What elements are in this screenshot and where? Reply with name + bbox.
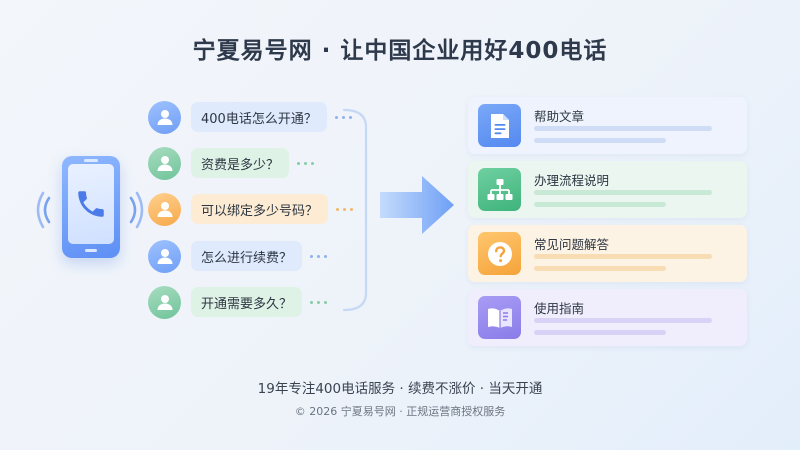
placeholder-line bbox=[534, 126, 712, 131]
question-item[interactable]: 可以绑定多少号码？ bbox=[148, 192, 354, 226]
question-bubble: 怎么进行续费？ bbox=[191, 241, 303, 271]
sound-wave-right-icon bbox=[129, 191, 144, 229]
footer-copyright: © 2026 宁夏易号网 · 正规运营商授权服务 bbox=[294, 405, 506, 418]
question-bubble: 开通需要多久？ bbox=[191, 287, 303, 317]
user-avatar-icon bbox=[148, 192, 181, 226]
user-avatar-icon bbox=[148, 146, 181, 180]
bracket-divider bbox=[342, 108, 368, 312]
question-item[interactable]: 怎么进行续费？ bbox=[148, 239, 328, 273]
question-item[interactable]: 开通需要多久？ bbox=[148, 285, 328, 319]
phone-icon bbox=[62, 156, 120, 258]
placeholder-line bbox=[534, 254, 712, 259]
tagline: 19年专注400电话服务 · 续费不涨价 · 当天开通 bbox=[257, 381, 543, 397]
typing-dots-icon bbox=[334, 115, 352, 119]
card-label: 办理流程说明 bbox=[534, 173, 610, 188]
placeholder-line bbox=[534, 318, 712, 323]
card-label: 常见问题解答 bbox=[534, 237, 610, 252]
card-label: 使用指南 bbox=[534, 301, 585, 316]
placeholder-line bbox=[534, 202, 666, 207]
question-icon bbox=[478, 232, 521, 275]
card-help-articles[interactable]: 帮助文章 bbox=[468, 97, 747, 154]
card-label: 帮助文章 bbox=[534, 109, 585, 124]
handset-icon bbox=[78, 191, 104, 217]
typing-dots-icon bbox=[336, 207, 354, 211]
user-avatar-icon bbox=[148, 285, 181, 319]
question-bubble: 可以绑定多少号码？ bbox=[191, 194, 329, 224]
question-bubble: 资费是多少？ bbox=[191, 148, 290, 178]
user-avatar-icon bbox=[148, 100, 181, 134]
typing-dots-icon bbox=[310, 300, 328, 304]
card-user-guide[interactable]: 使用指南 bbox=[468, 289, 747, 346]
card-faq[interactable]: 常见问题解答 bbox=[468, 225, 747, 282]
sound-wave-left-icon bbox=[36, 191, 51, 229]
user-avatar-icon bbox=[148, 239, 181, 273]
question-bubble: 400电话怎么开通？ bbox=[191, 102, 327, 132]
phone-illustration bbox=[36, 154, 146, 262]
arrow-right-icon bbox=[380, 176, 454, 234]
typing-dots-icon bbox=[310, 254, 328, 258]
placeholder-line bbox=[534, 190, 712, 195]
page-title: 宁夏易号网 · 让中国企业用好400电话 bbox=[192, 38, 608, 64]
typing-dots-icon bbox=[297, 161, 315, 165]
placeholder-line bbox=[534, 330, 666, 335]
placeholder-line bbox=[534, 138, 666, 143]
book-icon bbox=[478, 296, 521, 339]
card-process-guide[interactable]: 办理流程说明 bbox=[468, 161, 747, 218]
placeholder-line bbox=[534, 266, 666, 271]
flowchart-icon bbox=[478, 168, 521, 211]
question-item[interactable]: 400电话怎么开通？ bbox=[148, 100, 352, 134]
document-icon bbox=[478, 104, 521, 147]
question-item[interactable]: 资费是多少？ bbox=[148, 146, 315, 180]
